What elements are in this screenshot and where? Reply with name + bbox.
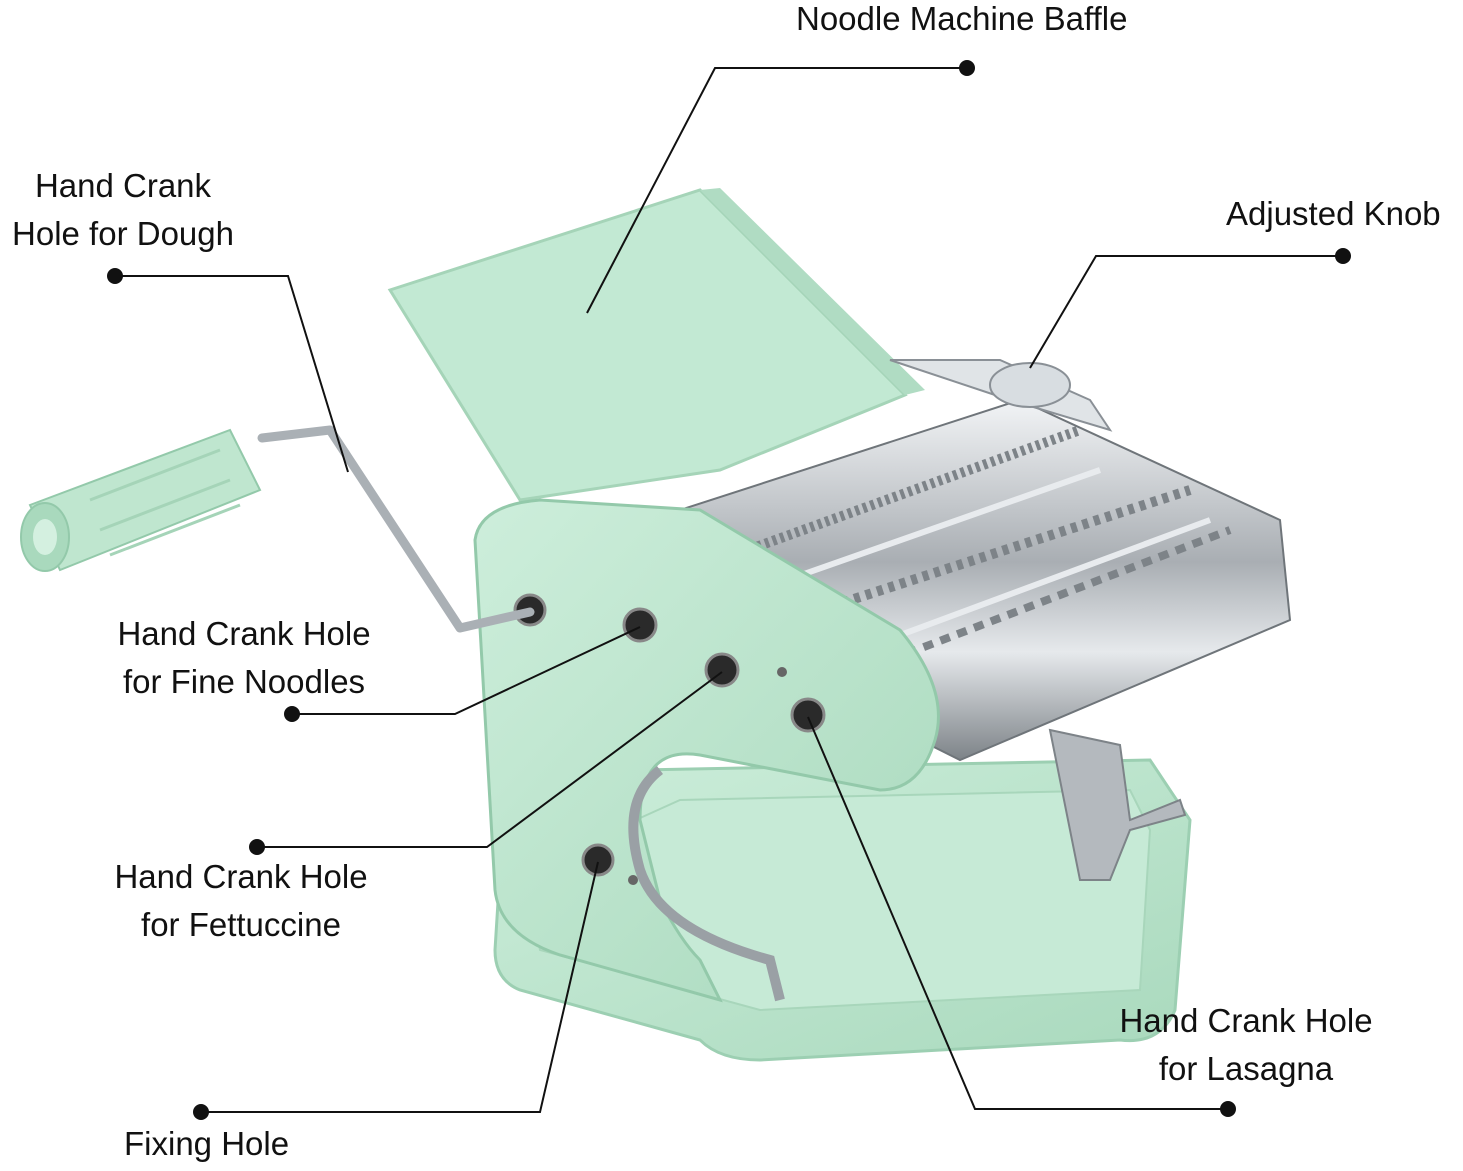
label-line-1: Hand Crank Hole bbox=[1119, 1002, 1373, 1039]
dot-fixing bbox=[193, 1104, 209, 1120]
label-fixing-hole: Fixing Hole bbox=[124, 1120, 289, 1168]
clamp bbox=[1048, 728, 1187, 881]
label-adjusted-knob: Adjusted Knob bbox=[1226, 190, 1441, 238]
leader-dough bbox=[115, 275, 349, 473]
noodle-machine-baffle bbox=[387, 188, 925, 502]
label-line-1: Hand Crank Hole bbox=[114, 858, 368, 895]
label-hand-crank-hole-for-fettuccine: Hand Crank Hole for Fettuccine bbox=[105, 853, 377, 949]
leader-fixing bbox=[201, 861, 599, 1113]
label-line-2: for Fine Noodles bbox=[122, 663, 366, 700]
dot-knob bbox=[1335, 248, 1351, 264]
leader-knob bbox=[1029, 255, 1343, 369]
dot-baffle bbox=[959, 60, 975, 76]
crank-handle bbox=[20, 428, 262, 572]
hand-crank bbox=[20, 425, 535, 633]
label-noodle-machine-baffle: Noodle Machine Baffle bbox=[796, 0, 1127, 43]
dot-lasagna bbox=[1220, 1101, 1236, 1117]
leader-baffle bbox=[586, 67, 967, 314]
label-line-1: Hand Crank Hole bbox=[117, 615, 371, 652]
leader-lines bbox=[115, 67, 1343, 1113]
label-text: Fixing Hole bbox=[124, 1125, 290, 1162]
label-line-2: for Fettuccine bbox=[141, 906, 341, 943]
leader-fettuccine bbox=[257, 671, 723, 848]
dot-dough bbox=[107, 268, 123, 284]
leader-dots bbox=[107, 60, 1351, 1120]
label-hand-crank-hole-for-dough: Hand Crank Hole for Dough bbox=[0, 162, 246, 258]
label-line-1: Hand Crank bbox=[34, 167, 212, 204]
crank-holes bbox=[513, 593, 826, 885]
machine-body bbox=[473, 498, 940, 1003]
right-housing bbox=[889, 359, 1113, 432]
label-text: Noodle Machine Baffle bbox=[796, 0, 1128, 37]
label-text: Adjusted Knob bbox=[1226, 195, 1441, 232]
label-hand-crank-hole-for-lasagna: Hand Crank Hole for Lasagna bbox=[1110, 997, 1382, 1093]
leader-lasagna bbox=[807, 716, 1228, 1110]
dot-fettuccine bbox=[249, 839, 265, 855]
leader-fine bbox=[292, 626, 641, 715]
label-line-2: for Lasagna bbox=[1158, 1050, 1334, 1087]
label-hand-crank-hole-for-fine-noodles: Hand Crank Hole for Fine Noodles bbox=[108, 610, 380, 706]
label-line-2: Hole for Dough bbox=[12, 215, 234, 252]
dot-fine bbox=[284, 706, 300, 722]
